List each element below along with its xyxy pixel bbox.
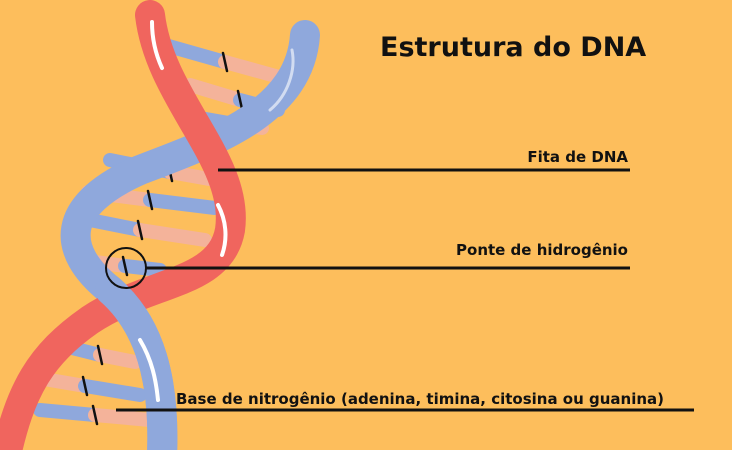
strand-highlight (150, 20, 164, 70)
dna-strand-red (0, 0, 246, 450)
base-pair (31, 371, 147, 402)
label-dna-strand: Fita de DNA (527, 148, 628, 166)
dna-strand-blue-front (95, 275, 178, 450)
base-pair (73, 211, 212, 247)
strand-highlight (216, 203, 228, 257)
page-title: Estrutura do DNA (380, 32, 647, 63)
base-pair (33, 403, 157, 427)
strand-highlight (268, 48, 295, 112)
strand-highlight (138, 338, 160, 402)
label-nitrogen-base: Base de nitrogênio (adenina, timina, cit… (176, 390, 665, 408)
label-hydrogen-bond: Ponte de hidrogênio (456, 241, 628, 259)
